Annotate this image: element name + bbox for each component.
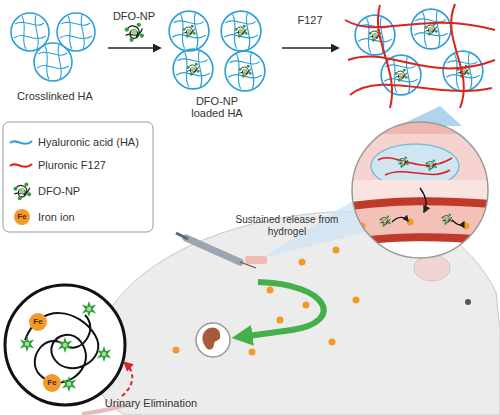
process-note: Sustained release from hydrogel	[232, 214, 342, 237]
process-note: Urinary Elimination	[96, 397, 206, 410]
iron-symbol: Fe	[12, 212, 32, 221]
stage-caption: DFO-NP loaded HA	[181, 95, 253, 119]
stage-group: DFO-NP loaded HA	[163, 5, 271, 119]
stage-caption: Crosslinked HA	[17, 90, 93, 102]
legend-text: Hyaluronic acid (HA)	[38, 136, 139, 149]
process-arrow	[108, 47, 160, 49]
legend-text: DFO-NP	[38, 185, 80, 198]
stage-group: Crosslinked HA	[5, 5, 105, 102]
reagent-label: DFO-NP	[94, 10, 174, 23]
legend-text: Pluronic F127	[38, 159, 106, 172]
iron-symbol: Fe	[42, 378, 62, 387]
reagent-label: F127	[290, 14, 330, 27]
iron-symbol: Fe	[28, 317, 48, 326]
legend-text: Iron ion	[38, 211, 75, 224]
